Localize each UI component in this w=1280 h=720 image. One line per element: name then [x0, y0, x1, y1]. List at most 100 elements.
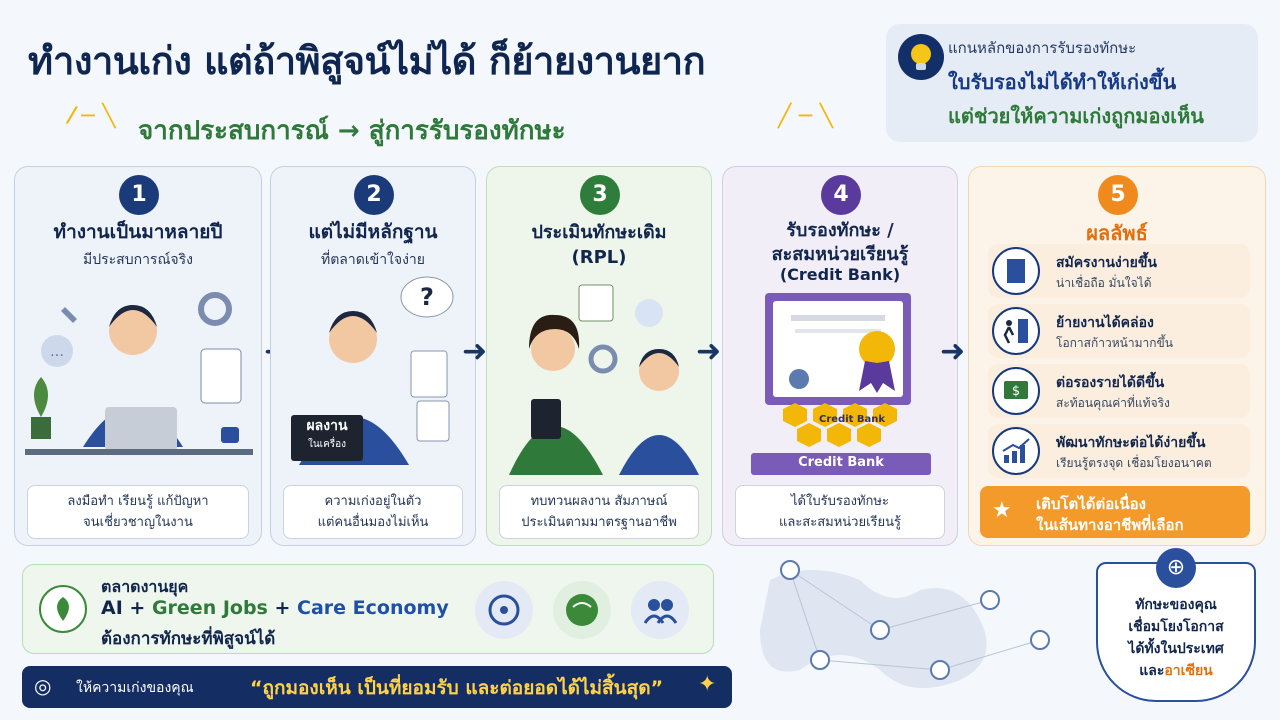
badge-line-3: ได้ทั้งในประเทศ: [1128, 641, 1224, 657]
step-number: 1: [119, 175, 159, 215]
market-line-1: ตลาดงานยุค: [101, 577, 189, 596]
caption-line-2: แต่คนอื่นมองไม่เห็น: [317, 515, 429, 530]
book-label: ผลงาน: [306, 418, 348, 434]
step-number: 2: [354, 175, 394, 215]
step-card-2: 2 แต่ไม่มีหลักฐาน ที่ตลาดเข้าใจง่าย ? ผล…: [270, 166, 476, 546]
step-subtitle: ที่ตลาดเข้าใจง่าย: [320, 252, 425, 268]
growth-line-1: เติบโตได้ต่อเนื่อง: [1036, 495, 1146, 513]
worker-laptop-illustration: …: [25, 292, 253, 455]
step-title: ทำงานเป็นมาหลายปี: [53, 221, 223, 243]
result-item: ย้ายงานได้คล่อง โอกาสก้าวหน้ามากขึ้น: [988, 304, 1250, 358]
core-line-1: ใบรับรองไม่ได้ทำให้เก่งขึ้น: [948, 70, 1177, 94]
market-plus: +: [129, 597, 146, 619]
credit-bank-label: Credit Bank: [798, 455, 884, 470]
banner-quote: “ถูกมองเห็น เป็นที่ยอมรับ และต่อยอดได้ไม…: [250, 677, 664, 699]
ai-brain-icon: [475, 581, 533, 639]
step-card-3: 3 ประเมินทักษะเดิม (RPL) ทบทวนผลงาน สัมภ…: [486, 166, 712, 546]
page-subtitle: จากประสบการณ์ → สู่การรับรองทักษะ: [138, 116, 566, 146]
badge-and: และ: [1139, 663, 1165, 679]
step-card-1: 1 ทำงานเป็นมาหลายปี มีประสบการณ์จริง … ล…: [14, 166, 262, 546]
result-item: $ ต่อรองรายได้ดีขึ้น สะท้อนคุณค่าที่แท้จ…: [988, 364, 1250, 418]
result-title: ต่อรองรายได้ดีขึ้น: [1056, 375, 1165, 391]
step-number: 3: [580, 175, 620, 215]
asean-map-illustration: [760, 560, 1050, 688]
result-title: พัฒนาทักษะต่อได้ง่ายขึ้น: [1056, 435, 1206, 451]
globe-icon: ⊕: [1156, 548, 1196, 588]
arrow-right-icon: ➜: [696, 334, 722, 369]
step-caption: ทบทวนผลงาน สัมภาษณ์ ประเมินตามมาตรฐานอาช…: [499, 485, 699, 539]
market-line-3: ต้องการทักษะที่พิสูจน์ได้: [101, 629, 276, 649]
market-line-2: AI + Green Jobs + Care Economy: [101, 597, 449, 619]
banner-lead: ให้ความเก่งของคุณ: [76, 680, 194, 696]
caption-line-2: จนเชี่ยวชาญในงาน: [83, 515, 193, 530]
step-caption: ลงมือทำ เรียนรู้ แก้ปัญหา จนเชี่ยวชาญในง…: [27, 485, 249, 539]
step-subtitle: มีประสบการณ์จริง: [83, 252, 193, 268]
lightbulb-icon: [898, 34, 944, 80]
result-detail: สะท้อนคุณค่าที่แท้จริง: [1056, 396, 1170, 410]
building-icon: [992, 247, 1040, 295]
step-card-4: 4 รับรองทักษะ / สะสมหน่วยเรียนรู้ (Credi…: [722, 166, 958, 546]
market-plus: +: [274, 597, 291, 619]
page-title: ทำงานเก่ง แต่ถ้าพิสูจน์ไม่ได้ ก็ย้ายงานย…: [28, 39, 706, 83]
green-globe-icon: [553, 581, 611, 639]
arrow-right-icon: ➜: [940, 334, 966, 369]
badge-line-4: และอาเซียน: [1098, 660, 1254, 682]
core-principle-box: แกนหลักของการรับรองทักษะ ใบรับรองไม่ได้ท…: [886, 24, 1258, 142]
svg-text:$: $: [1012, 384, 1020, 399]
svg-text:?: ?: [420, 283, 434, 311]
growth-chart-icon: [992, 427, 1040, 475]
step-number: 5: [1098, 175, 1138, 215]
door-icon: [992, 307, 1040, 355]
sparkle-icon: ✦: [698, 672, 717, 697]
star-icon: ★: [992, 498, 1012, 523]
step-title-2: สะสมหน่วยเรียนรู้: [771, 244, 909, 265]
step-caption: ได้ใบรับรองทักษะ และสะสมหน่วยเรียนรู้: [735, 485, 945, 539]
target-icon: ◎: [34, 674, 52, 698]
caption-line-2: และสะสมหน่วยเรียนรู้: [778, 515, 902, 530]
step-caption: ความเก่งอยู่ในตัว แต่คนอื่นมองไม่เห็น: [283, 485, 463, 539]
leaf-icon: [39, 585, 87, 633]
market-ai: AI: [101, 597, 123, 619]
caption-line-1: ได้ใบรับรองทักษะ: [791, 494, 889, 509]
step-title: รับรองทักษะ /: [786, 220, 894, 241]
sparkle-left-icon: ⁄ ─ ╲: [70, 104, 116, 129]
step-title: ผลลัพธ์: [1086, 221, 1148, 245]
svg-text:…: …: [50, 344, 64, 360]
book-sublabel: ในเครื่อง: [307, 439, 347, 450]
growth-highlight: ★ เติบโตได้ต่อเนื่อง ในเส้นทางอาชีพที่เล…: [980, 486, 1250, 538]
badge-asean: อาเซียน: [1164, 663, 1213, 679]
arrow-right-icon: ➜: [462, 334, 488, 369]
core-line-2: แต่ช่วยให้ความเก่งถูกมองเห็น: [948, 104, 1204, 128]
assessor-interview-illustration: [509, 284, 699, 475]
result-detail: เรียนรู้ตรงจุด เชื่อมโยงอนาคต: [1056, 456, 1212, 470]
certificate-label: Credit Bank: [819, 414, 886, 425]
sparkle-right-icon: ╱ ─ ╲: [778, 104, 834, 129]
market-care-economy: Care Economy: [297, 597, 449, 619]
confused-worker-illustration: ?: [291, 276, 454, 465]
asean-badge: ⊕ ทักษะของคุณ เชื่อมโยงโอกาส ได้ทั้งในปร…: [1096, 548, 1256, 702]
money-icon: $: [992, 367, 1040, 415]
certificate-credit-bank-illustration: [751, 293, 931, 475]
badge-line-1: ทักษะของคุณ: [1135, 597, 1217, 613]
result-item: พัฒนาทักษะต่อได้ง่ายขึ้น เรียนรู้ตรงจุด …: [988, 424, 1250, 478]
caption-line-1: ทบทวนผลงาน สัมภาษณ์: [530, 494, 668, 509]
result-title: ย้ายงานได้คล่อง: [1056, 315, 1154, 331]
step-subtitle: (Credit Bank): [779, 265, 901, 284]
care-people-icon: [631, 581, 689, 639]
result-detail: โอกาสก้าวหน้ามากขึ้น: [1056, 336, 1173, 350]
step-subtitle: (RPL): [571, 247, 627, 268]
caption-line-1: ลงมือทำ เรียนรู้ แก้ปัญหา: [67, 494, 209, 509]
caption-line-2: ประเมินตามมาตรฐานอาชีพ: [521, 515, 677, 530]
badge-line-2: เชื่อมโยงโอกาส: [1128, 619, 1224, 635]
job-market-box: ตลาดงานยุค AI + Green Jobs + Care Econom…: [22, 564, 714, 654]
market-green-jobs: Green Jobs: [151, 597, 268, 619]
step-number: 4: [821, 175, 861, 215]
caption-line-1: ความเก่งอยู่ในตัว: [324, 494, 422, 509]
core-label: แกนหลักของการรับรองทักษะ: [948, 39, 1137, 57]
step-title: แต่ไม่มีหลักฐาน: [308, 221, 438, 243]
closing-banner: ◎ ให้ความเก่งของคุณ “ถูกมองเห็น เป็นที่ย…: [22, 666, 732, 708]
growth-line-2: ในเส้นทางอาชีพที่เลือก: [1036, 516, 1184, 534]
result-item: สมัครงานง่ายขึ้น น่าเชื่อถือ มั่นใจได้: [988, 244, 1250, 298]
step-title: ประเมินทักษะเดิม: [531, 222, 667, 243]
result-detail: น่าเชื่อถือ มั่นใจได้: [1056, 276, 1152, 290]
